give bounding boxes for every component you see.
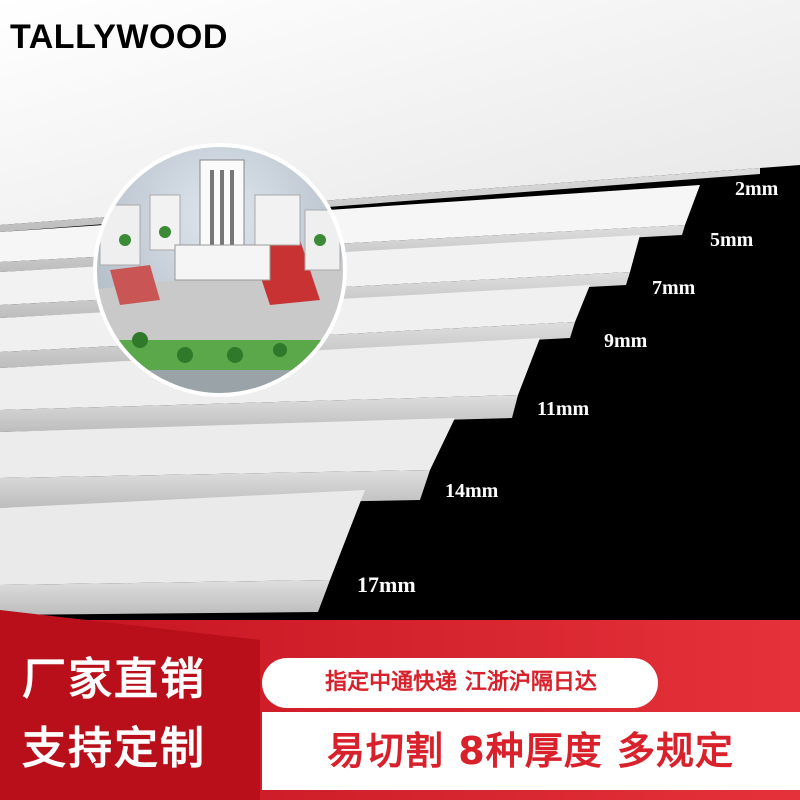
board-14mm bbox=[0, 418, 455, 508]
features-text: 易切割 8种厚度 多规定 bbox=[327, 729, 734, 773]
promo-banner bbox=[0, 610, 800, 800]
thickness-label-5mm: 5mm bbox=[710, 229, 754, 251]
tagline-customization: 支持定制 bbox=[22, 723, 206, 774]
thickness-label-11mm: 11mm bbox=[537, 398, 590, 420]
thickness-label-14mm: 14mm bbox=[445, 480, 499, 502]
thickness-label-2mm: 2mm bbox=[735, 178, 779, 200]
tagline-factory-direct: 厂家直销 bbox=[22, 654, 206, 705]
architecture-model-photo bbox=[95, 145, 345, 395]
shipping-info: 指定中通快递 江浙沪隔日达 bbox=[325, 670, 597, 695]
thickness-label-9mm: 9mm bbox=[604, 330, 648, 352]
thickness-label-7mm: 7mm bbox=[652, 277, 696, 299]
brand-logo: TALLYWOOD bbox=[10, 18, 228, 56]
board-17mm bbox=[0, 490, 365, 615]
thickness-label-17mm: 17mm bbox=[357, 572, 416, 597]
